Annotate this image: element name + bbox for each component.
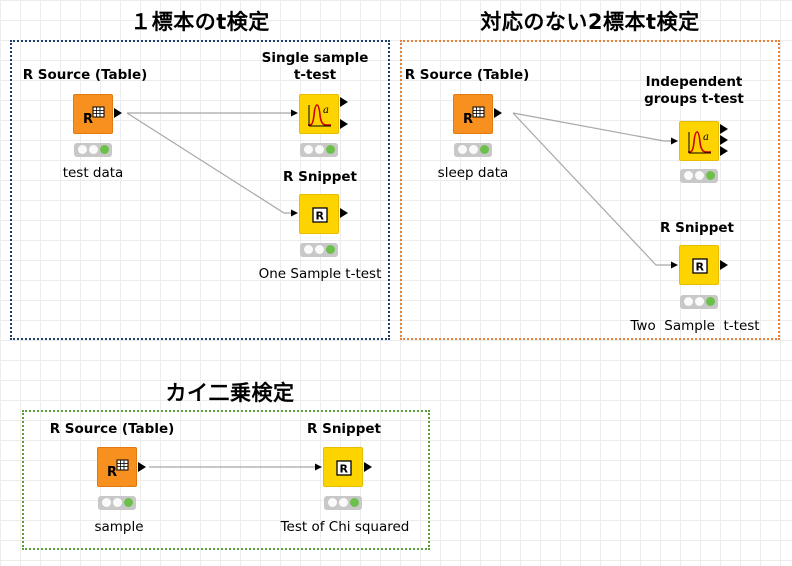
node-status-indicator <box>454 143 492 157</box>
t-test-distribution-icon[interactable]: a <box>679 121 719 161</box>
r-table-source-icon[interactable]: R <box>97 447 137 487</box>
svg-text:a: a <box>703 132 709 143</box>
output-port[interactable] <box>340 97 348 107</box>
node-label-snippet3[interactable]: Test of Chi squared <box>280 519 410 535</box>
svg-text:R: R <box>696 261 705 274</box>
node-status-indicator <box>680 169 718 183</box>
node-title-ttest2: Independent groups t-test <box>634 74 754 108</box>
node-title-line2: t-test <box>293 67 337 83</box>
svg-text:a: a <box>323 105 329 116</box>
node-label-src1[interactable]: test data <box>62 165 124 181</box>
node-title-snippet3: R Snippet <box>307 421 381 437</box>
node-label-src3[interactable]: sample <box>94 519 144 535</box>
t-test-distribution-icon[interactable]: a <box>299 94 339 134</box>
node-label-snippet2[interactable]: Two Sample t-test <box>630 318 760 334</box>
arrowhead <box>671 137 678 145</box>
svg-text:R: R <box>316 210 325 223</box>
annotation-box-two-sample[interactable] <box>400 40 780 340</box>
output-port[interactable] <box>720 124 728 134</box>
node-status-indicator <box>300 143 338 157</box>
node-label-src2[interactable]: sleep data <box>437 165 509 181</box>
section-title-one-sample: １標本のt検定 <box>130 10 270 34</box>
svg-text:R: R <box>463 112 473 127</box>
output-port[interactable] <box>720 260 728 270</box>
node-status-indicator <box>98 496 136 510</box>
r-table-source-icon[interactable]: R <box>73 94 113 134</box>
node-title-line1: Single sample <box>261 50 369 66</box>
output-port[interactable] <box>364 462 372 472</box>
output-port[interactable] <box>720 146 728 156</box>
r-snippet-icon[interactable]: R <box>323 447 363 487</box>
node-status-indicator <box>300 243 338 257</box>
svg-text:R: R <box>83 112 93 127</box>
node-title-snippet2: R Snippet <box>660 220 734 236</box>
output-port[interactable] <box>494 108 502 118</box>
section-title-two-sample: 対応のない2標本t検定 <box>480 10 700 34</box>
connection-src2-snippet2 <box>512 112 672 266</box>
node-title-src3: R Source (Table) <box>49 421 175 437</box>
arrowhead <box>291 209 298 217</box>
node-title-ttest1: Single sample t-test <box>255 50 375 84</box>
section-title-chi-squared: カイ二乗検定 <box>165 381 295 405</box>
r-snippet-icon[interactable]: R <box>299 194 339 234</box>
node-label-snippet1[interactable]: One Sample t-test <box>258 266 382 282</box>
node-status-indicator <box>324 496 362 510</box>
arrowhead <box>671 261 678 269</box>
output-port[interactable] <box>138 462 146 472</box>
r-table-source-icon[interactable]: R <box>453 94 493 134</box>
output-port[interactable] <box>114 108 122 118</box>
r-snippet-icon[interactable]: R <box>679 245 719 285</box>
connection-src1-snippet1 <box>126 112 292 214</box>
connection-src2-ttest2 <box>512 112 672 142</box>
output-port[interactable] <box>340 208 348 218</box>
output-port[interactable] <box>340 119 348 129</box>
output-port[interactable] <box>720 135 728 145</box>
node-title-src2: R Source (Table) <box>404 67 530 83</box>
svg-text:R: R <box>107 465 117 480</box>
svg-text:R: R <box>340 463 349 476</box>
node-title-src1: R Source (Table) <box>22 67 148 83</box>
node-status-indicator <box>680 295 718 309</box>
node-title-snippet1: R Snippet <box>283 169 357 185</box>
arrowhead <box>291 109 298 117</box>
arrowhead <box>315 463 322 471</box>
node-title-line2: groups t-test <box>644 91 744 107</box>
annotation-box-one-sample[interactable] <box>10 40 390 340</box>
node-title-line1: Independent <box>645 74 743 90</box>
node-status-indicator <box>74 143 112 157</box>
annotation-box-chi-squared[interactable] <box>22 410 430 550</box>
